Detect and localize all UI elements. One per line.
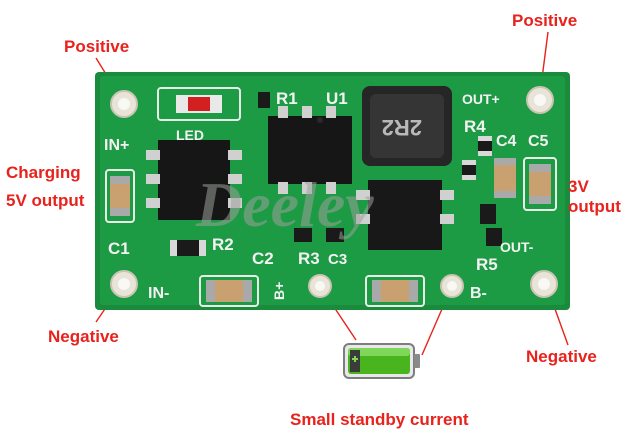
watermark: Deeley xyxy=(195,169,374,240)
left-ic xyxy=(158,140,230,220)
callout-charging-line2: 5V output xyxy=(6,191,85,210)
pcb-board: LED R1 U1 OUT+ R4 C4 C5 IN+ C1 R2 C2 R3 … xyxy=(95,72,570,310)
label-u1: U1 xyxy=(326,89,348,108)
callout-3v-line1: 3V xyxy=(568,177,589,196)
label-r2: R2 xyxy=(212,235,234,254)
u1-pins xyxy=(278,106,336,194)
led-lens xyxy=(188,97,210,111)
callout-positive-right: Positive xyxy=(512,11,578,30)
label-out-minus: OUT- xyxy=(500,239,534,255)
label-b-minus: B- xyxy=(470,285,487,302)
callout-negative-left: Negative xyxy=(48,327,119,346)
label-in-minus: IN- xyxy=(148,285,169,302)
callout-charging-line1: Charging xyxy=(6,163,81,182)
label-c4: C4 xyxy=(496,133,517,150)
label-out-plus: OUT+ xyxy=(462,91,500,107)
label-led: LED xyxy=(176,127,204,143)
callout-3v-line2: output xyxy=(568,197,621,216)
u1-chip xyxy=(268,116,352,184)
label-b-plus: B+ xyxy=(271,282,287,300)
label-r4: R4 xyxy=(464,117,486,136)
label-r5: R5 xyxy=(476,255,498,274)
label-c3: C3 xyxy=(328,251,347,268)
callout-standby: Small standby current xyxy=(290,410,469,429)
label-in-plus: IN+ xyxy=(104,137,129,154)
capacitors xyxy=(105,157,557,307)
battery-icon xyxy=(343,343,420,379)
label-inductor-code: 2R2 xyxy=(382,115,422,140)
label-c5: C5 xyxy=(528,133,549,150)
label-r3: R3 xyxy=(298,249,320,268)
label-c1: C1 xyxy=(108,239,130,258)
label-r1: R1 xyxy=(276,89,298,108)
label-c2: C2 xyxy=(252,249,274,268)
right-ic xyxy=(368,180,442,250)
through-hole-pads xyxy=(110,86,558,298)
callout-negative-right: Negative xyxy=(526,347,597,366)
led-outline xyxy=(157,87,241,121)
callout-positive-left: Positive xyxy=(64,37,130,56)
left-ic-pins xyxy=(146,150,242,208)
right-ic-pins xyxy=(356,190,454,224)
